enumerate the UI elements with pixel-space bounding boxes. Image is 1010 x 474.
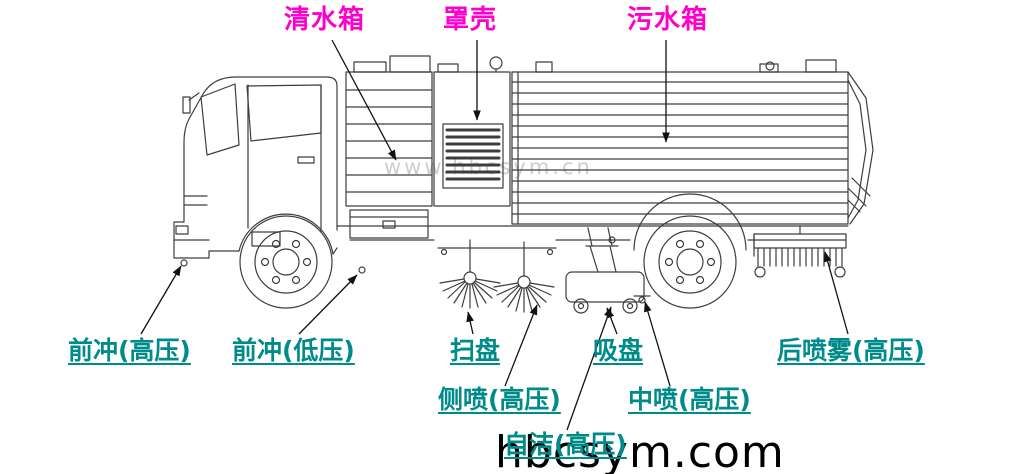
cover-shell-body <box>433 56 511 207</box>
rear-spray-bar <box>753 225 847 278</box>
label-rear-spray-high: 后喷雾(高压) <box>777 336 925 365</box>
chassis <box>336 209 849 274</box>
sweep-disc-assembly <box>437 239 557 313</box>
front-wheel <box>239 215 333 309</box>
label-sewage-tank: 污水箱 <box>627 5 709 35</box>
clean-water-tank-body <box>345 55 433 207</box>
label-suction-mouth: 吸盘 <box>593 336 644 365</box>
label-front-flush-high: 前冲(高压) <box>68 336 191 365</box>
label-front-flush-low: 前冲(低压) <box>232 336 355 365</box>
bottom-watermark: hbcsym.com <box>495 427 785 474</box>
label-mid-spray-high: 中喷(高压) <box>628 385 751 414</box>
callout-arrows <box>140 39 849 431</box>
label-side-spray-high: 侧喷(高压) <box>438 385 561 414</box>
suction-mouth-assembly <box>565 227 651 314</box>
truck-cab <box>173 76 338 267</box>
label-self-clean-high: 自洁(高压) <box>504 430 627 459</box>
label-cover-shell: 罩壳 <box>443 5 498 35</box>
label-sweep-disc: 扫盘 <box>450 336 501 365</box>
label-clean-water-tank: 清水箱 <box>284 5 366 35</box>
sewage-tank-body <box>511 59 874 251</box>
rear-wheel <box>643 215 737 309</box>
